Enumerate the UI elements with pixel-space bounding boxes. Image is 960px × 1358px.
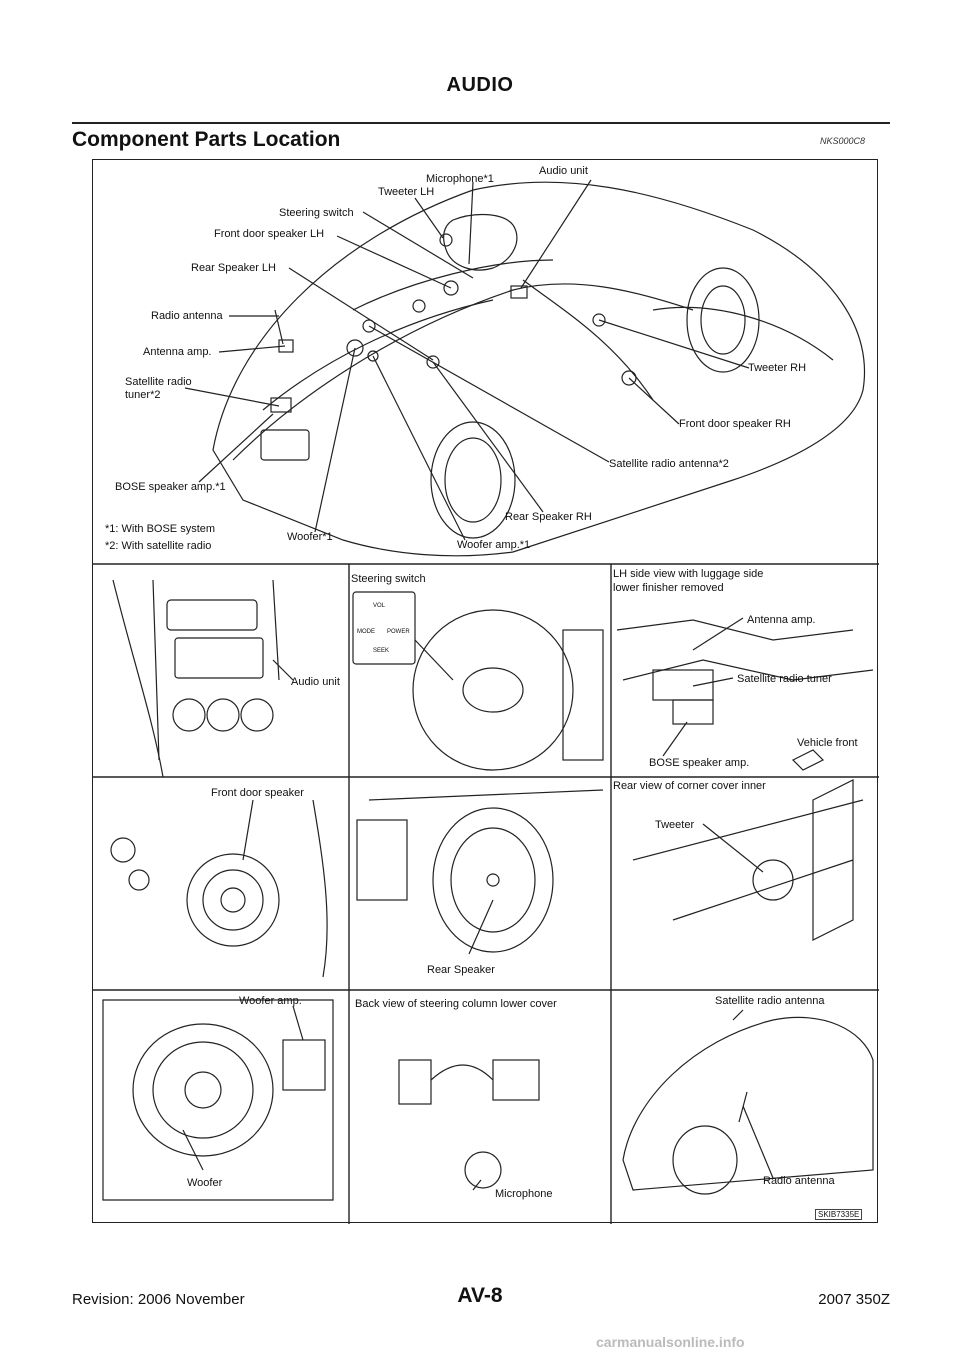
label-rear-speaker-rh: Rear Speaker RH <box>505 511 592 523</box>
exterior-satellite-radio-antenna: Satellite radio antenna <box>715 995 825 1007</box>
exterior-radio-antenna: Radio antenna <box>763 1175 835 1187</box>
page-header-title: AUDIO <box>446 74 514 96</box>
exterior-drawing <box>622 1009 874 1195</box>
label-steering-switch: Steering switch <box>279 207 354 219</box>
panel-label-audio-unit: Audio unit <box>291 676 340 688</box>
label-satellite-radio-antenna: Satellite radio antenna*2 <box>609 458 729 470</box>
label-radio-antenna: Radio antenna <box>151 310 223 322</box>
label-woofer-amp: Woofer amp.*1 <box>457 539 531 551</box>
woofer-drawing <box>102 999 334 1201</box>
panel-title-lh-side-line1: LH side view with luggage side <box>613 568 764 580</box>
panel-title-corner-cover: Rear view of corner cover inner <box>613 780 766 792</box>
front-door-speaker-drawing <box>110 799 328 978</box>
section-code: NKS000C8 <box>820 136 866 146</box>
lh-side-bose-speaker-amp: BOSE speaker amp. <box>649 757 750 769</box>
steering-mode-label: MODE <box>357 629 375 635</box>
steering-power-label: POWER <box>387 629 410 635</box>
section-title: Component Parts Location <box>72 128 341 151</box>
lh-side-drawing <box>616 617 874 771</box>
note-satellite-radio: *2: With satellite radio <box>105 540 212 552</box>
footer-model: 2007 350Z <box>818 1291 890 1308</box>
label-antenna-amp: Antenna amp. <box>143 346 212 358</box>
label-front-door-speaker-rh: Front door speaker RH <box>679 418 791 430</box>
steering-column-drawing <box>398 1059 540 1191</box>
lh-side-satellite-radio-tuner: Satellite radio tuner <box>737 673 832 685</box>
label-woofer: Woofer*1 <box>287 531 333 543</box>
watermark: carmanualsonline.info <box>596 1334 745 1350</box>
panel-label-front-door-speaker: Front door speaker <box>211 787 304 799</box>
note-bose-system: *1: With BOSE system <box>105 523 216 535</box>
figure-drawing <box>93 179 879 1224</box>
label-tweeter-rh: Tweeter RH <box>748 362 807 374</box>
car-overview-drawing <box>184 179 865 557</box>
steering-column-microphone: Microphone <box>495 1188 553 1200</box>
footer-revision: Revision: 2006 November <box>72 1291 245 1308</box>
steering-vol-label: VOL <box>373 603 386 609</box>
woofer-panel-woofer: Woofer <box>187 1177 223 1189</box>
label-satellite-radio-tuner-line2: tuner*2 <box>125 389 161 401</box>
figure-id: SKIB7335E <box>815 1209 863 1220</box>
panel-title-steering-switch: Steering switch <box>351 573 426 585</box>
label-satellite-radio-tuner-line1: Satellite radio <box>125 376 192 388</box>
audio-unit-drawing <box>112 579 294 778</box>
label-tweeter-lh: Tweeter LH <box>378 186 435 198</box>
label-rear-speaker-lh: Rear Speaker LH <box>191 262 276 274</box>
label-bose-speaker-amp: BOSE speaker amp.*1 <box>115 481 226 493</box>
panel-title-steering-column: Back view of steering column lower cover <box>355 998 557 1010</box>
lh-side-vehicle-front: Vehicle front <box>797 737 858 749</box>
panel-label-rear-speaker: Rear Speaker <box>427 964 495 976</box>
corner-cover-tweeter: Tweeter <box>655 819 695 831</box>
lh-side-antenna-amp: Antenna amp. <box>747 614 816 626</box>
panel-title-lh-side-line2: lower finisher removed <box>613 582 724 594</box>
rear-speaker-drawing <box>356 789 604 955</box>
woofer-panel-amp: Woofer amp. <box>239 995 302 1007</box>
label-front-door-speaker-lh: Front door speaker LH <box>214 228 325 240</box>
label-microphone: Microphone*1 <box>426 173 494 185</box>
label-audio-unit: Audio unit <box>539 165 588 177</box>
corner-cover-drawing <box>632 779 864 941</box>
component-location-figure: Audio unit Microphone*1 Tweeter LH Steer… <box>92 159 879 1224</box>
footer-page-number: AV-8 <box>457 1284 503 1307</box>
steering-seek-label: SEEK <box>373 648 390 654</box>
header-rule <box>72 122 890 124</box>
steering-drawing <box>352 591 604 771</box>
